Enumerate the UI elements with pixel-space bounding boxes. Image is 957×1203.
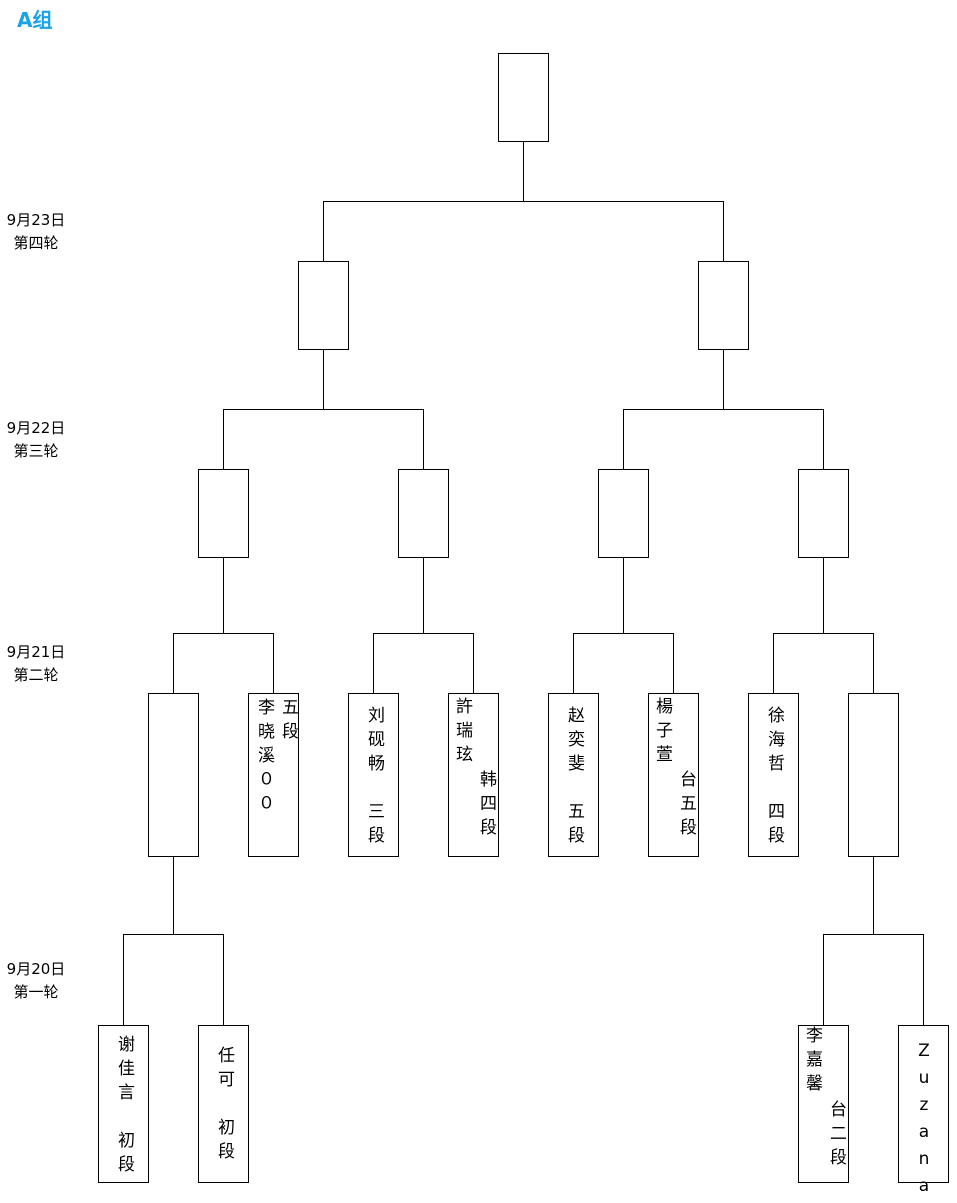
player-name: 刘砚畅 三段	[364, 706, 384, 850]
round2-slot-1	[148, 693, 199, 857]
round3-slot-3	[598, 469, 649, 558]
player-slot-zhao-yifei: 赵奕斐 五段	[548, 693, 599, 857]
player-name: 徐海哲 四段	[764, 706, 784, 850]
round-date: 9月22日	[6, 419, 66, 437]
player-name: 任可 初段	[214, 1046, 234, 1166]
round3-slot-4	[798, 469, 849, 558]
player-slot-li-xiaoxi: 李晓溪００ 五段	[248, 693, 299, 857]
player-slot-yang-zixuan: 楊子萱 台五段	[648, 693, 699, 857]
round4-slot-2	[698, 261, 749, 350]
player-slot-ren-ke: 任可 初段	[198, 1025, 249, 1183]
round-name: 第二轮	[13, 666, 59, 684]
round4-slot-1	[298, 261, 349, 350]
player-slot-li-jiaxin: 李嘉馨 台二段	[798, 1025, 849, 1183]
round-3-label: 9月22日第三轮	[0, 417, 72, 463]
player-rank: 台五段	[676, 770, 696, 842]
player-slot-liu-yanchang: 刘砚畅 三段	[348, 693, 399, 857]
player-rank: 韩四段	[476, 770, 496, 842]
round-name: 第一轮	[13, 983, 59, 1001]
round-4-label: 9月23日第四轮	[0, 209, 72, 255]
player-name: Zuzana	[914, 1041, 934, 1203]
player-name: 許瑞玹	[452, 697, 472, 769]
round-date: 9月21日	[6, 643, 66, 661]
player-name: 谢佳言 初段	[114, 1035, 134, 1179]
round-date: 9月23日	[6, 211, 66, 229]
player-slot-xu-ruixuan: 許瑞玹 韩四段	[448, 693, 499, 857]
player-name: 李晓溪００	[254, 698, 274, 818]
round3-slot-2	[398, 469, 449, 558]
group-title: A组	[17, 8, 53, 32]
player-name: 赵奕斐 五段	[564, 706, 584, 850]
round3-slot-1	[198, 469, 249, 558]
player-name: 李嘉馨	[802, 1026, 822, 1098]
round2-slot-8	[848, 693, 899, 857]
player-slot-xie-jiayan: 谢佳言 初段	[98, 1025, 149, 1183]
round-name: 第四轮	[13, 234, 59, 252]
final-slot	[498, 53, 549, 142]
player-slot-xu-haizhe: 徐海哲 四段	[748, 693, 799, 857]
player-name: 楊子萱	[652, 697, 672, 769]
round-2-label: 9月21日第二轮	[0, 641, 72, 687]
player-slot-zuzana: Zuzana	[898, 1025, 949, 1203]
player-rank: 五段	[278, 698, 298, 746]
player-rank: 台二段	[826, 1100, 846, 1172]
round-date: 9月20日	[6, 960, 66, 978]
round-name: 第三轮	[13, 442, 59, 460]
round-1-label: 9月20日第一轮	[0, 958, 72, 1004]
